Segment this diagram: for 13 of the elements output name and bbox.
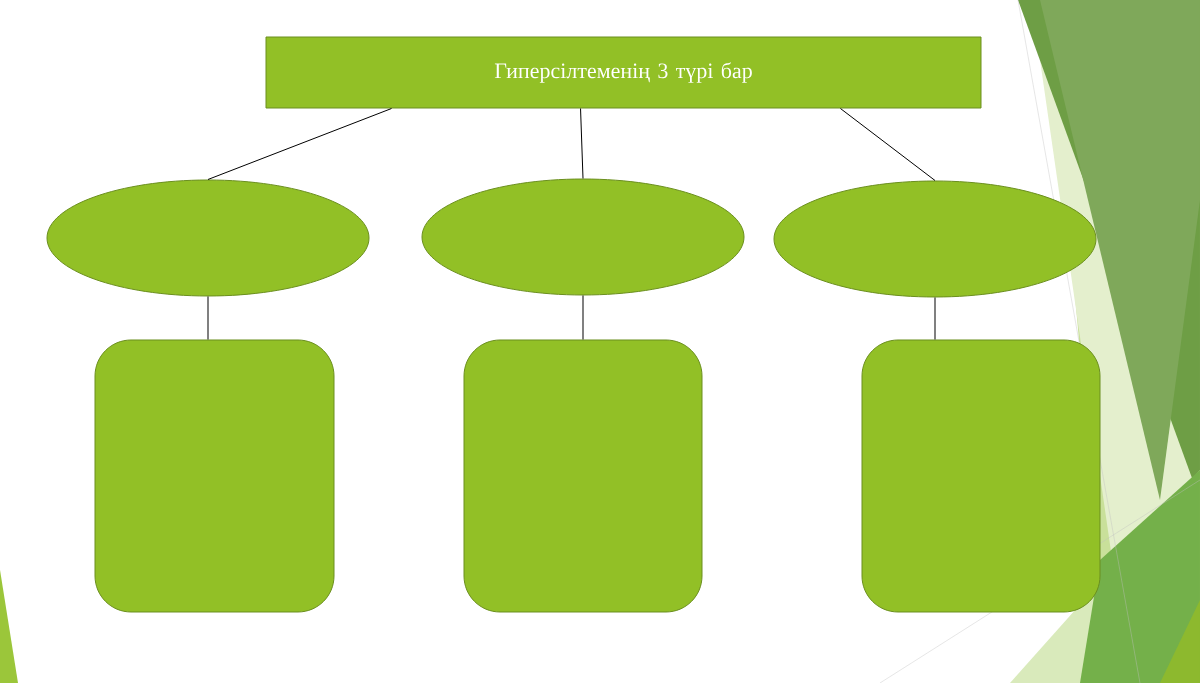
empty-rounded-box — [94, 339, 335, 613]
connector-line — [207, 296, 209, 340]
title-box: Гиперсілтеменің 3 түрі бар — [265, 36, 982, 109]
empty-rounded-box — [463, 339, 703, 613]
empty-rounded-box — [861, 339, 1101, 613]
empty-ellipse — [46, 179, 370, 297]
connector-line — [580, 108, 584, 179]
empty-ellipse — [773, 180, 1097, 298]
empty-ellipse — [421, 178, 745, 296]
connector-line — [934, 297, 936, 340]
connector-line — [839, 108, 936, 181]
connector-line — [207, 108, 392, 180]
connector-line — [582, 295, 584, 340]
